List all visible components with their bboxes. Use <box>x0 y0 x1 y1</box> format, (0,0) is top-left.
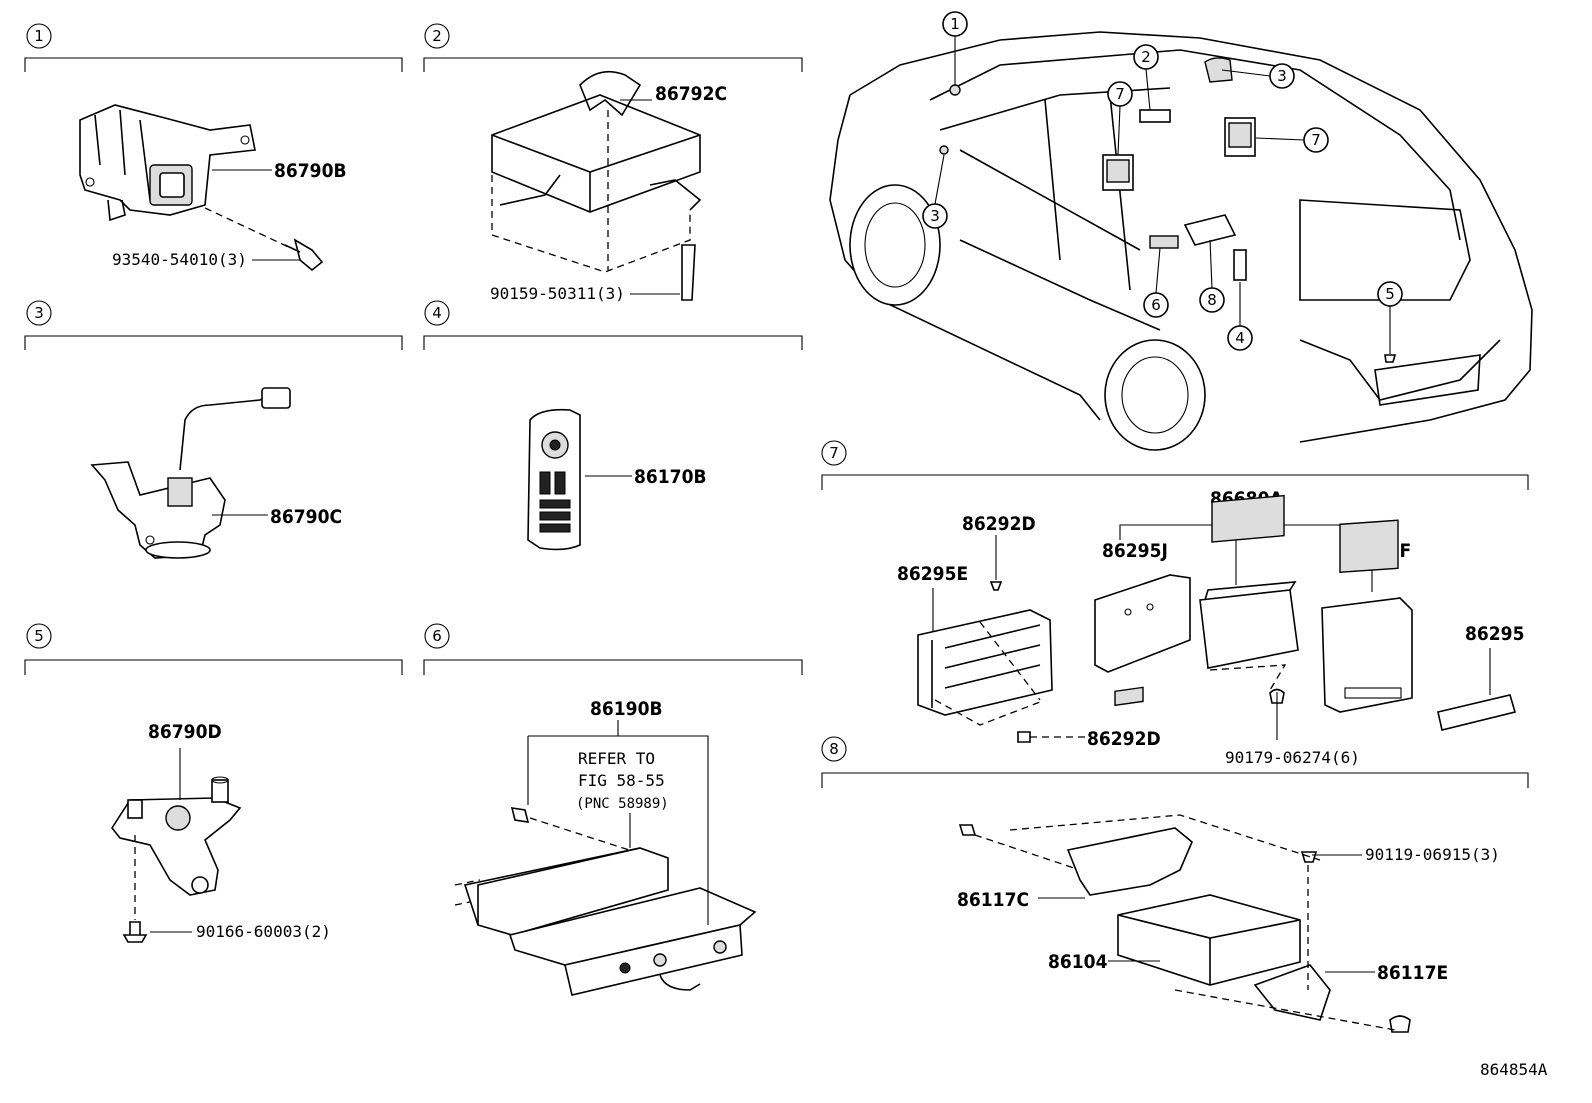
bolt-90119-06915-label: 90119-06915(3) <box>1365 845 1500 864</box>
refer-to-line3: (PNC 58989) <box>576 796 669 812</box>
s1-camera-bracket-illustration <box>79 104 324 272</box>
s7-panel-illustration <box>1437 694 1517 731</box>
part-86790C-label: 86790C <box>270 506 342 528</box>
panel-86295-label: 86295 <box>1465 623 1524 645</box>
s7-display-unit-illustration <box>1199 494 1299 691</box>
section-7-header: 7 <box>821 440 1529 490</box>
s2-ecu-illustration <box>491 70 702 301</box>
cover-86295J-label: 86295J <box>1102 540 1168 562</box>
vehicle-marker-5: 5 <box>1385 285 1395 303</box>
s5-camera-illustration <box>111 776 242 943</box>
vehicle-marker-6: 6 <box>1151 296 1161 314</box>
section-6-number: 6 <box>432 627 442 645</box>
section-4-number: 4 <box>432 304 442 322</box>
s7-cover-f-illustration <box>1321 519 1413 713</box>
vehicle-markers: 1 2 3 7 7 3 6 8 4 5 <box>922 11 1403 354</box>
section-1-number: 1 <box>34 27 44 45</box>
figure-id: 864854A <box>1480 1060 1548 1079</box>
screw-86292D-bottom-label: 86292D <box>1087 728 1161 750</box>
section-7-number: 7 <box>829 444 839 462</box>
vehicle-marker-3b: 3 <box>930 207 940 225</box>
section-5-number: 5 <box>34 627 44 645</box>
nut-90166-60003-label: 90166-60003(2) <box>196 922 331 941</box>
section-5-header: 5 <box>24 623 403 675</box>
s6-console-box-illustration <box>454 807 757 996</box>
section-1-header: 1 <box>24 23 403 72</box>
nut-90179-06274-label: 90179-06274(6) <box>1225 748 1360 767</box>
part-86792C-label: 86792C <box>655 83 727 105</box>
s3-rear-camera-illustration <box>90 387 291 559</box>
s4-remote-control-illustration <box>527 408 581 551</box>
refer-to-line2: FIG 58-55 <box>578 771 665 790</box>
refer-to-line1: REFER TO <box>578 749 655 768</box>
part-86170B-label: 86170B <box>634 466 707 488</box>
vehicle-overview-illustration <box>829 31 1533 451</box>
part-86190B-label: 86190B <box>590 698 663 720</box>
bracket-86117E-label: 86117E <box>1377 962 1448 984</box>
unit-86104-label: 86104 <box>1048 951 1108 973</box>
part-86790D-label: 86790D <box>148 721 222 743</box>
section-8-number: 8 <box>829 740 839 758</box>
bracket-86295E-label: 86295E <box>897 563 968 585</box>
vehicle-marker-7a: 7 <box>1115 85 1125 103</box>
section-3-header: 3 <box>24 300 403 350</box>
s8-unit-illustration <box>958 686 1411 1033</box>
section-2-header: 2 <box>423 23 803 72</box>
s7-cover-j-illustration <box>1094 574 1191 673</box>
bolt-93540-54010-label: 93540-54010(3) <box>112 250 247 269</box>
section-2-number: 2 <box>432 27 442 45</box>
vehicle-marker-2: 2 <box>1141 48 1151 66</box>
vehicle-marker-7b: 7 <box>1311 131 1321 149</box>
screw-86292D-top-label: 86292D <box>962 513 1036 535</box>
vehicle-marker-8: 8 <box>1207 291 1217 309</box>
vehicle-marker-1: 1 <box>950 15 960 33</box>
section-3-number: 3 <box>34 304 44 322</box>
screw-90159-50311-label: 90159-50311(3) <box>490 284 625 303</box>
part-86790B-label: 86790B <box>274 160 347 182</box>
section-8-header: 8 <box>821 736 1529 788</box>
section-6-header: 6 <box>423 623 803 675</box>
bracket-86117C-label: 86117C <box>957 889 1029 911</box>
section-4-header: 4 <box>423 300 803 350</box>
s7-bracket-illustration <box>917 609 1085 743</box>
vehicle-marker-3: 3 <box>1277 67 1287 85</box>
vehicle-marker-4: 4 <box>1235 329 1245 347</box>
